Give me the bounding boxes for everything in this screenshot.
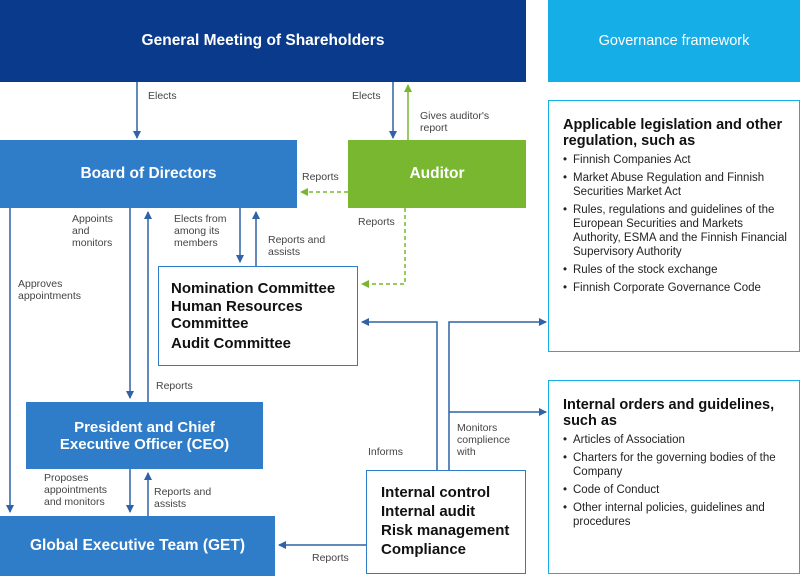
ceo-label-line2: Executive Officer (CEO)	[59, 435, 230, 453]
internal-item: Risk management	[381, 522, 510, 539]
internal-control-box: Internal control Internal audit Risk man…	[366, 470, 526, 574]
internal-orders-title: Internal orders and guidelines, such as	[563, 397, 775, 429]
arrow-internal-legislation	[448, 318, 547, 470]
shareholders-label: General Meeting of Shareholders	[141, 32, 385, 49]
internal-item: Compliance	[381, 541, 467, 558]
committee-item: Human Resources Committee	[171, 298, 303, 332]
committees-box: Nomination Committee Human Resources Com…	[158, 266, 358, 366]
label-proposes: Proposes appointments and monitors	[44, 472, 108, 508]
internal-orders-panel: Internal orders and guidelines, such as …	[548, 380, 800, 574]
internal-item: Internal audit	[381, 503, 476, 520]
governance-framework-box: Governance framework	[548, 0, 800, 82]
auditor-label: Auditor	[409, 165, 465, 182]
get-label: Global Executive Team (GET)	[29, 537, 246, 554]
internal-orders-item: Other internal policies, guidelines and …	[563, 501, 787, 529]
arrow-internal-committees	[361, 318, 438, 470]
internal-orders-item: Articles of Association	[563, 433, 787, 447]
label-reports-auditor-committee: Reports	[358, 216, 395, 228]
label-monitors: Monitors complience with	[457, 422, 511, 458]
internal-item: Internal control	[381, 484, 491, 501]
label-reports-auditor-board: Reports	[302, 171, 339, 183]
get-box: Global Executive Team (GET)	[0, 516, 275, 576]
board-label: Board of Directors	[80, 165, 217, 182]
ceo-box: President and Chief Executive Officer (C…	[26, 402, 263, 469]
committee-item: Nomination Committee	[171, 280, 336, 297]
label-reports-ceo: Reports	[156, 380, 193, 392]
internal-orders-item: Charters for the governing bodies of the…	[563, 451, 787, 479]
legislation-item: Rules of the stock exchange	[563, 263, 787, 277]
legislation-title: Applicable legislation and other regulat…	[563, 117, 783, 149]
label-reports-assists-get: Reports and assists	[154, 486, 212, 510]
board-box: Board of Directors	[0, 140, 297, 208]
legislation-item: Finnish Corporate Governance Code	[563, 281, 787, 295]
label-elects-left: Elects	[148, 90, 177, 102]
legislation-item: Market Abuse Regulation and Finnish Secu…	[563, 171, 787, 199]
shareholders-box: General Meeting of Shareholders	[0, 0, 526, 82]
label-informs: Informs	[368, 446, 404, 458]
label-elects-right: Elects	[352, 90, 381, 102]
legislation-item: Finnish Companies Act	[563, 153, 787, 167]
auditor-box: Auditor	[348, 140, 526, 208]
label-elects-from: Elects from among its members	[174, 213, 227, 249]
internal-orders-item: Code of Conduct	[563, 483, 787, 497]
legislation-item: Rules, regulations and guidelines of the…	[563, 203, 787, 259]
label-gives-report: Gives auditor's report	[420, 110, 490, 134]
label-appoints: Appoints and monitors	[72, 213, 113, 249]
governance-framework-label: Governance framework	[598, 33, 750, 49]
ceo-label-line1: President and Chief	[74, 418, 215, 436]
label-approves: Approves appointments	[18, 278, 82, 302]
legislation-panel: Applicable legislation and other regulat…	[548, 100, 800, 352]
committee-item: Audit Committee	[171, 335, 291, 352]
label-reports-get: Reports	[312, 552, 349, 564]
label-reports-assists-committee: Reports and assists	[268, 234, 326, 258]
